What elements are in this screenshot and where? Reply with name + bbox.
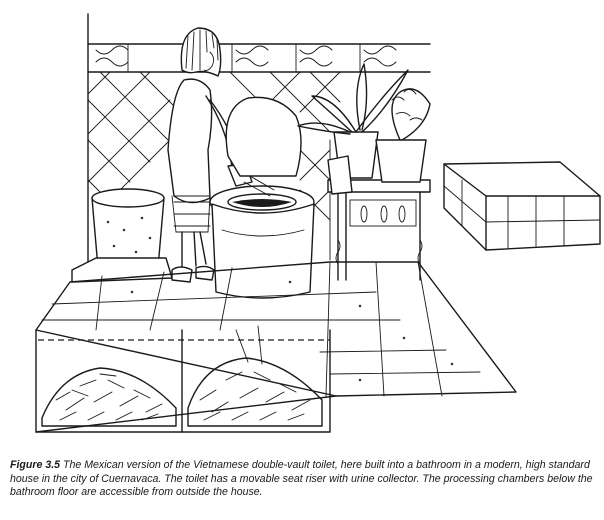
compost-heap-right	[187, 325, 323, 427]
storage-basket	[71, 188, 173, 283]
compost-heap-left	[41, 367, 177, 427]
floor-tiles	[35, 261, 517, 397]
bathtub	[443, 161, 601, 251]
figure-label: Figure 3.5	[10, 459, 61, 471]
line-drawing	[35, 13, 601, 433]
double-vault-toilet	[209, 96, 315, 299]
tile-border	[87, 13, 431, 263]
figure-caption: Figure 3.5 The Mexican version of the Vi…	[10, 459, 598, 500]
illustration	[35, 13, 601, 433]
plant-table	[297, 63, 431, 281]
wall-lattice	[87, 71, 341, 261]
girl-figure	[167, 27, 253, 283]
processing-chambers	[35, 325, 337, 433]
caption-text: The Mexican version of the Vietnamese do…	[10, 459, 593, 499]
